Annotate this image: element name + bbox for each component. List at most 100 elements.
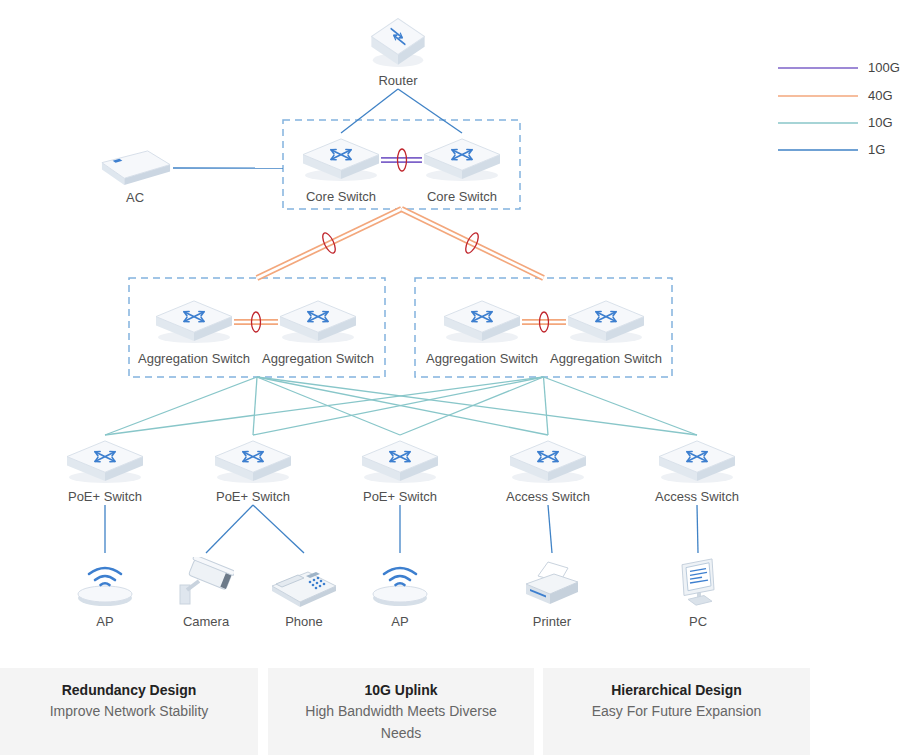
link-line: [400, 377, 544, 435]
link-line-gap: [402, 209, 544, 278]
node-label: PoE+ Switch: [216, 489, 290, 505]
group-outline-rect: [283, 120, 520, 209]
device-node: AP: [365, 553, 435, 630]
link-line-gap: [522, 321, 566, 324]
link-line: [253, 505, 304, 553]
card-heading: 10G Uplink: [298, 680, 504, 700]
lag-ellipse: [463, 231, 481, 255]
link-connector: [544, 377, 698, 435]
link-connector: [257, 377, 400, 435]
link-line: [253, 377, 257, 435]
link-connector: [253, 377, 257, 435]
link-line: [253, 377, 544, 435]
link-connector: [522, 322, 566, 323]
link-line: [257, 377, 697, 435]
link-connector: [173, 167, 283, 168]
ac-icon: [102, 151, 170, 185]
ap-icon: [373, 568, 427, 606]
link-line-gap: [234, 321, 278, 324]
node-label: Core Switch: [306, 189, 376, 205]
node-label: Phone: [285, 614, 323, 630]
router-icon: [371, 19, 424, 67]
link-line: [402, 209, 544, 278]
link-connector: [257, 209, 402, 278]
card-heading: Redundancy Design: [30, 680, 228, 700]
link-connector: [206, 505, 253, 553]
switch-icon: [280, 301, 356, 343]
switch-icon: [444, 301, 520, 343]
node-label: AC: [126, 190, 144, 206]
link-line: [234, 319, 278, 325]
link-connector: [398, 89, 462, 133]
link-line: [257, 377, 400, 435]
phone-icon: [272, 572, 336, 607]
node-label: Aggregation Switch: [262, 351, 374, 367]
link-connector: [105, 377, 544, 435]
link-line: [105, 377, 544, 435]
legend-sample: [778, 149, 858, 151]
link-connector: [257, 377, 548, 435]
switch-node: Aggregation Switch: [154, 295, 234, 367]
node-label: Aggregation Switch: [138, 351, 250, 367]
switch-icon: [659, 441, 735, 483]
group-outline-rect: [129, 278, 385, 377]
device-node: Phone: [270, 553, 338, 630]
device-node: Camera: [176, 553, 236, 630]
link-line: [206, 505, 253, 553]
link-line-gap: [257, 209, 402, 278]
switch-node: Access Switch: [508, 435, 588, 505]
legend-sample: [778, 95, 858, 97]
switch-icon: [156, 301, 232, 343]
link-line: [548, 505, 552, 553]
switch-icon: [510, 441, 586, 483]
link-connector: [105, 377, 257, 435]
feature-card: Redundancy DesignImprove Network Stabili…: [0, 668, 258, 755]
link-connector: [548, 505, 552, 553]
pc-icon: [682, 559, 714, 605]
group-box: Core Switch Core Switch: [283, 120, 520, 209]
node-label: AP: [391, 614, 408, 630]
printer-icon: [526, 562, 578, 604]
switch-node: Access Switch: [657, 435, 737, 505]
lag-ellipse: [398, 149, 407, 171]
link-connector: [544, 377, 549, 435]
legend-label: 40G: [868, 88, 893, 104]
node-label: PoE+ Switch: [363, 489, 437, 505]
lag-ellipse: [320, 231, 338, 255]
node-label: Aggregation Switch: [426, 351, 538, 367]
link-line: [398, 89, 462, 133]
link-connector: [402, 209, 544, 278]
group-box: Aggregation SwitchAggregation Switch: [415, 278, 672, 377]
link-line: [257, 209, 402, 278]
ac-node: AC: [97, 145, 173, 206]
device-node: Printer: [522, 553, 582, 630]
lag-ellipse: [252, 312, 261, 332]
node-label: PoE+ Switch: [68, 489, 142, 505]
switch-node: Core Switch: [301, 133, 381, 205]
link-line: [522, 319, 566, 325]
node-label: Access Switch: [655, 489, 739, 505]
device-node: PC: [673, 553, 723, 630]
link-connector: [400, 377, 544, 435]
link-line: [341, 89, 398, 133]
node-label: Core Switch: [427, 189, 497, 205]
group-outline-rect: [415, 278, 672, 377]
switch-node: PoE+ Switch: [65, 435, 145, 505]
link-connector: [381, 160, 422, 161]
switch-node: PoE+ Switch: [360, 435, 440, 505]
link-line: [544, 377, 549, 435]
card-heading: Hierarchical Design: [573, 680, 780, 700]
switch-node: Core Switch: [422, 133, 502, 205]
legend-sample: [778, 122, 858, 124]
legend-sample: [778, 67, 858, 69]
node-label: Camera: [183, 614, 229, 630]
switch-node: Aggregation Switch: [566, 295, 646, 367]
router-node: Router: [363, 14, 433, 89]
card-body: Improve Network Stability: [30, 700, 228, 722]
link-connector: [341, 89, 398, 133]
link-line: [257, 377, 548, 435]
node-label: AP: [96, 614, 113, 630]
